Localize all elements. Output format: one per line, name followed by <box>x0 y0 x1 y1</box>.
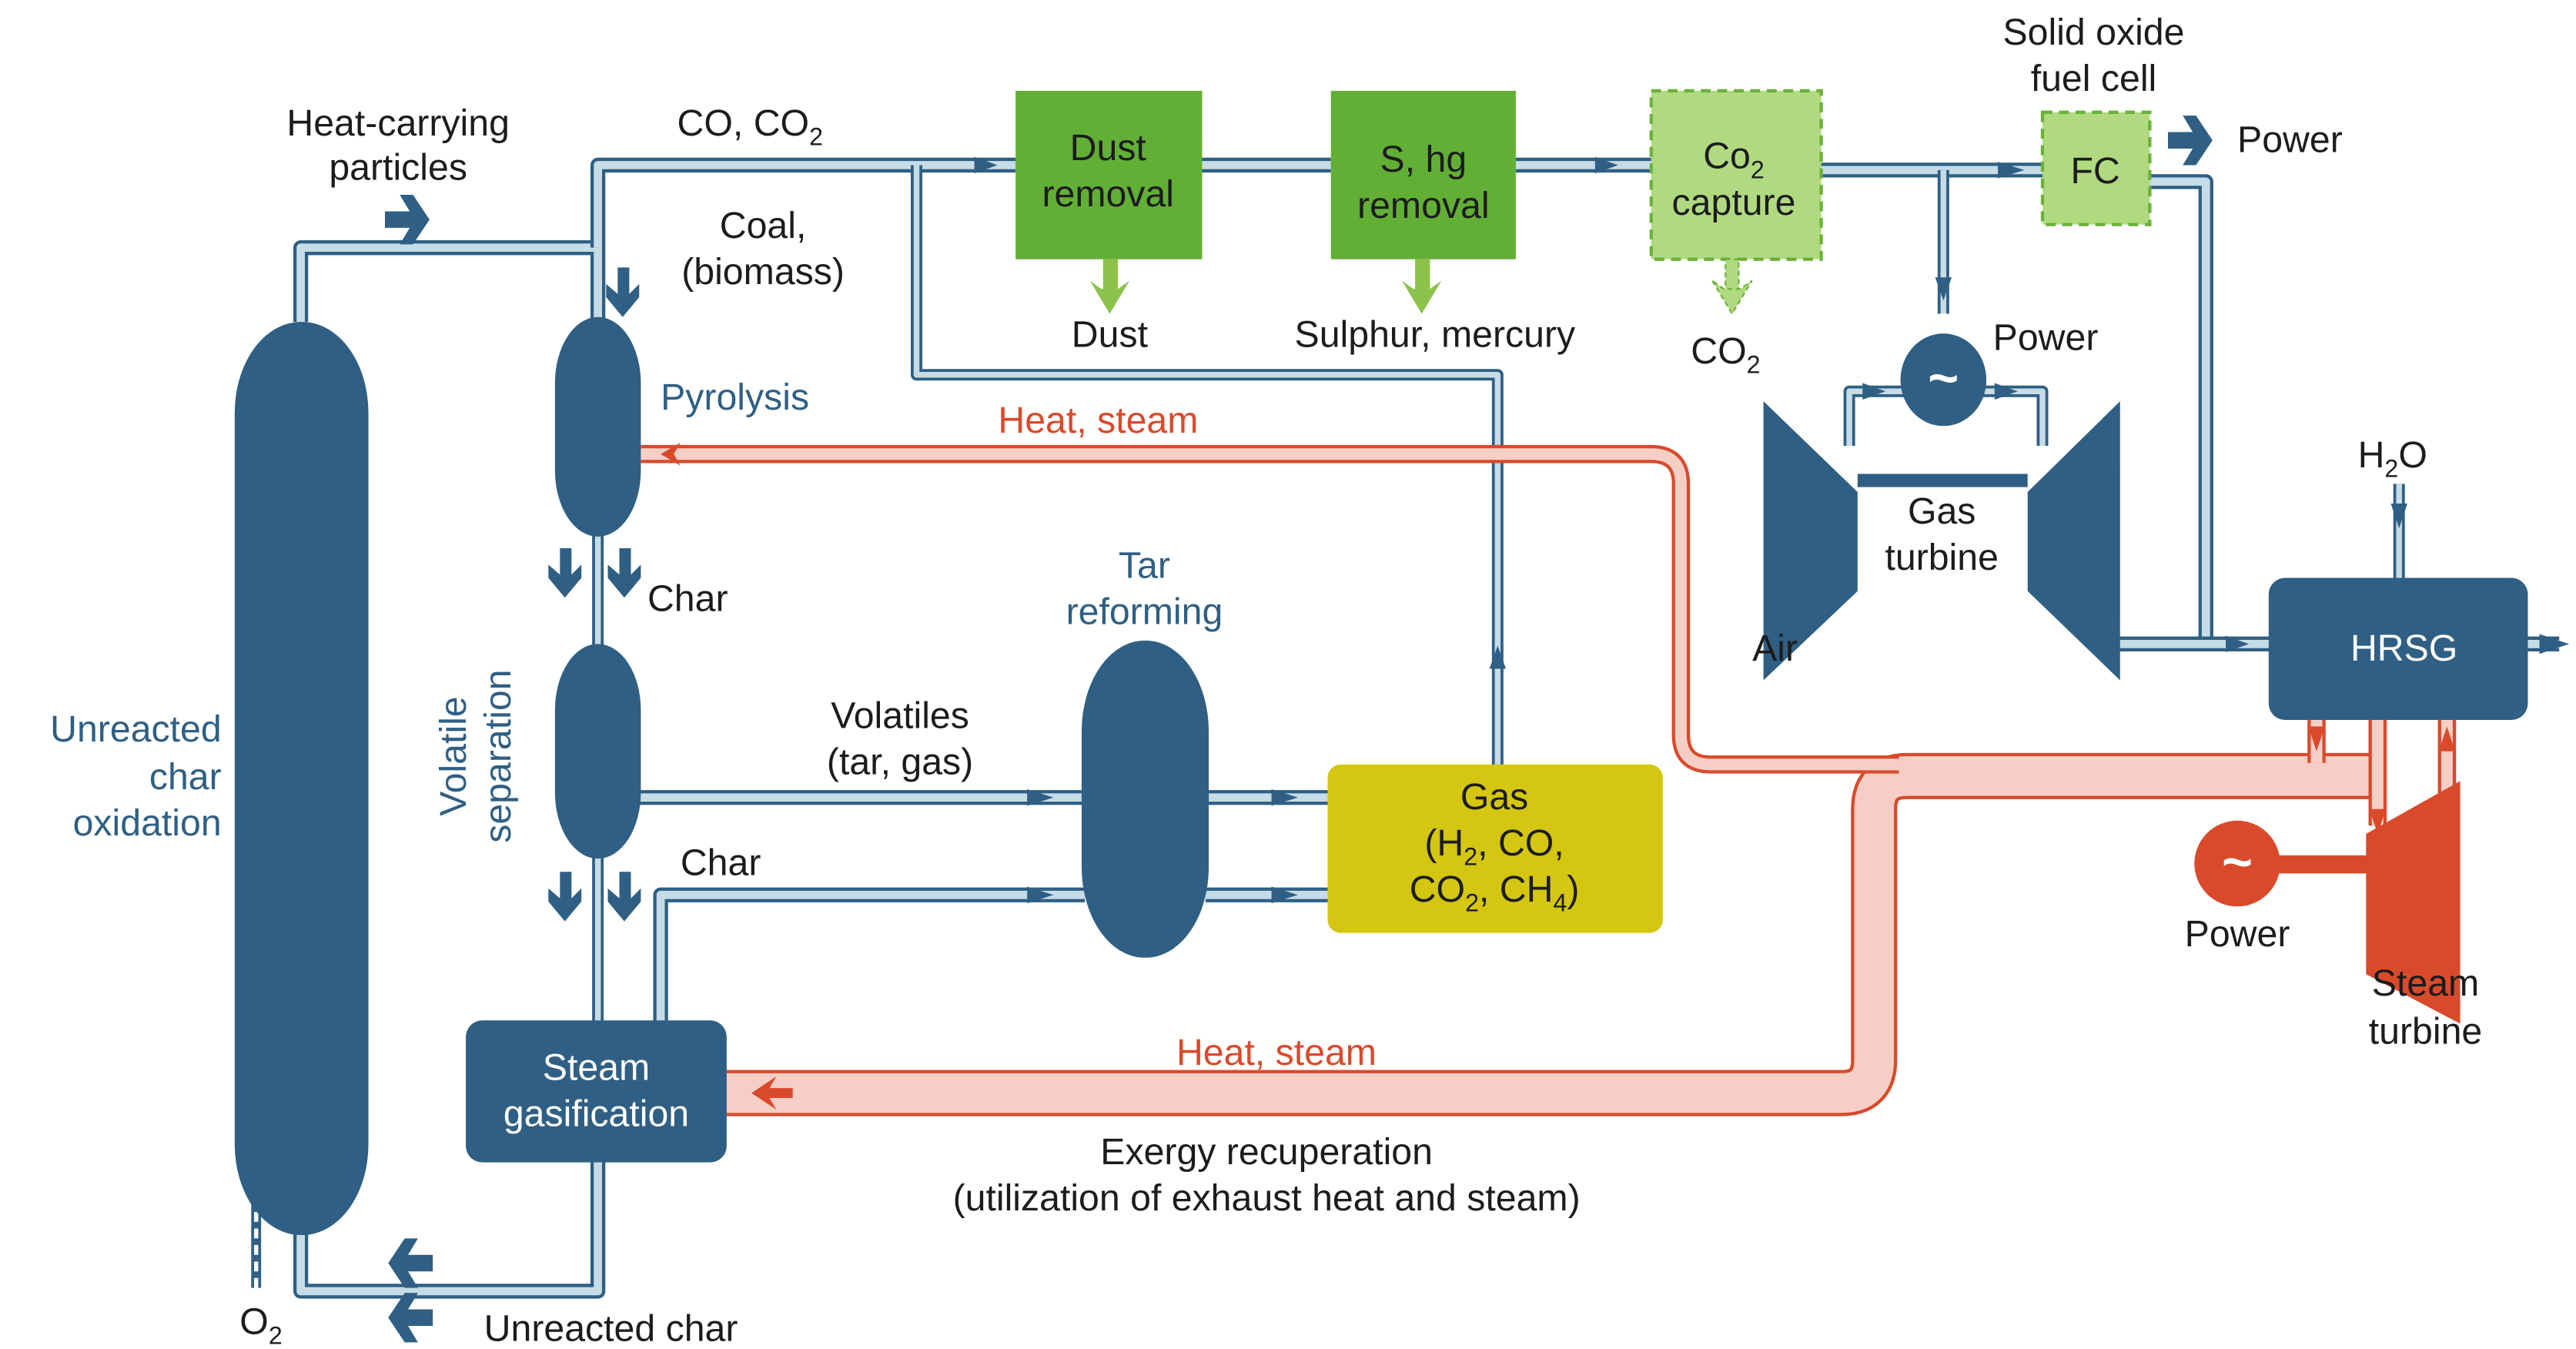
unreacted-char-arrow-icon <box>388 1238 433 1288</box>
gt-power-label: Power <box>1993 317 2099 359</box>
gas-box-label: Gas <box>1460 776 1528 818</box>
heat-particles-arrow-icon <box>384 195 430 245</box>
unreacted-char-oxidation-label-3: oxidation <box>73 802 222 844</box>
gt-generator-symbol: ~ <box>1928 349 1959 408</box>
dust-removal-box <box>1015 90 1203 259</box>
gas-product-box <box>1327 764 1663 933</box>
pyrolysis-vessel <box>554 316 641 537</box>
dust-out-arrow <box>1089 259 1130 314</box>
heat-steam-label-top: Heat, steam <box>998 400 1198 441</box>
tar-reforming-label-2: reforming <box>1066 591 1223 633</box>
tar-reforming-label: Tar <box>1119 545 1170 587</box>
red-pipe-to-pyrolysis <box>641 444 1899 774</box>
heat-steam-network <box>641 442 2457 1116</box>
co2-capture-box <box>1649 89 1823 261</box>
chunky-arrows <box>384 115 2213 1343</box>
pipe-heat-carrying-particles <box>293 240 606 323</box>
gas-box-composition-1: (H2, CO, <box>1424 822 1564 871</box>
steam-gasification-label-2: gasification <box>503 1093 689 1135</box>
s-hg-removal-label-2: removal <box>1357 185 1490 226</box>
compressor <box>1763 401 1858 681</box>
hrsg-box <box>2268 577 2528 720</box>
steam-turbine-generator <box>2194 820 2280 907</box>
co2-capture-label-2: capture <box>1672 182 1796 223</box>
co2-output-label: CO2 <box>1691 330 1760 379</box>
pipe-gasification-gas <box>653 887 1086 1024</box>
volatiles-label-2: (tar, gas) <box>827 741 973 783</box>
unreacted-char-oxidation-label: Unreacted <box>50 708 222 750</box>
fuel-cell-box <box>2040 110 2152 226</box>
sulphur-mercury-label: Sulphur, mercury <box>1295 313 1576 355</box>
st-generator-symbol: ~ <box>2222 832 2253 892</box>
flow-arrowheads <box>974 156 2570 904</box>
st-power-label: Power <box>2185 913 2290 955</box>
steam-gasification-label: Steam <box>543 1046 650 1088</box>
pipe-gt-to-hrsg <box>2101 528 2270 651</box>
fc-power-arrow-icon <box>2167 115 2213 166</box>
char-label-bottom: Char <box>681 842 761 884</box>
co-co2-label: CO, CO2 <box>677 102 823 151</box>
sofc-label: Solid oxide <box>2002 12 2184 53</box>
steam-turbine-body <box>2366 781 2461 1024</box>
heat-arrow-gasification <box>751 1076 793 1110</box>
volatile-separation-vessel <box>554 644 641 859</box>
steam-gasification-box <box>466 1020 727 1163</box>
tar-reforming-vessel <box>1081 641 1209 958</box>
char-label-top: Char <box>647 577 728 619</box>
svg-text:Volatile: Volatile <box>433 696 474 816</box>
oxidizer-vessel <box>234 322 369 1236</box>
coal-feed-arrow-icon <box>606 267 640 317</box>
air-label: Air <box>1752 628 1798 669</box>
volatiles-label: Volatiles <box>831 695 969 737</box>
dust-output-label: Dust <box>1072 313 1149 355</box>
fc-power-label: Power <box>2237 119 2343 160</box>
s-hg-removal-box <box>1330 90 1516 259</box>
turbine-shaft <box>1857 474 2028 487</box>
unreacted-char-oxidation-label-2: char <box>149 756 222 798</box>
exergy-label-2: (utilization of exhaust heat and steam) <box>953 1177 1581 1219</box>
volatile-separation-label: Volatile separation <box>433 670 519 843</box>
h2o-label: H2O <box>2358 434 2427 483</box>
char-arrow-icon <box>548 547 582 598</box>
dust-removal-label-2: removal <box>1042 173 1174 215</box>
pipe-network <box>246 157 2560 1299</box>
labels: Heat-carrying particles CO, CO2 Coal, (b… <box>50 12 2482 1349</box>
pyrolysis-label: Pyrolysis <box>661 377 809 418</box>
heat-carrying-label-2: particles <box>329 147 467 189</box>
dust-removal-label: Dust <box>1070 127 1147 169</box>
s-hg-removal-label: S, hg <box>1380 139 1467 180</box>
steam-turbine-shaft <box>2270 855 2370 874</box>
pipe-fc-to-hrsg <box>2149 174 2213 641</box>
turbine <box>2027 401 2120 681</box>
hrsg-label: HRSG <box>2350 628 2457 669</box>
sofc-label-2: fuel cell <box>2031 58 2157 99</box>
pipe-co-co2 <box>590 157 1016 248</box>
steam-turbine: ~ <box>2194 781 2461 1024</box>
o2-label: O2 <box>239 1301 282 1349</box>
gas-turbine-label: Gas <box>1908 490 1975 532</box>
sulphur-out-arrow <box>1401 259 1442 314</box>
unreacted-char-label: Unreacted char <box>484 1307 738 1349</box>
co2-capture-label: Co2 <box>1703 136 1765 184</box>
steam-turbine-label-2: turbine <box>2369 1010 2482 1052</box>
char-arrow-icon <box>548 872 582 922</box>
heat-steam-label-bottom: Heat, steam <box>1176 1032 1377 1073</box>
fc-label: FC <box>2070 150 2119 192</box>
heat-arrow-pyrolysis <box>661 442 681 466</box>
gas-turbine-label-2: turbine <box>1885 537 1998 578</box>
exergy-label: Exergy recuperation <box>1100 1131 1433 1173</box>
steam-turbine-label: Steam <box>2372 962 2479 1004</box>
svg-text:separation: separation <box>477 670 519 843</box>
gas-box-composition-2: CO2, CH4) <box>1410 869 1580 917</box>
heat-carrying-label: Heat-carrying <box>286 102 510 144</box>
co2-out-arrow <box>1711 258 1753 316</box>
coal-label-2: (biomass) <box>681 251 845 293</box>
gas-turbine-generator <box>1900 333 1987 427</box>
coal-label: Coal, <box>720 205 807 246</box>
gas-turbine: ~ <box>1763 333 2120 681</box>
